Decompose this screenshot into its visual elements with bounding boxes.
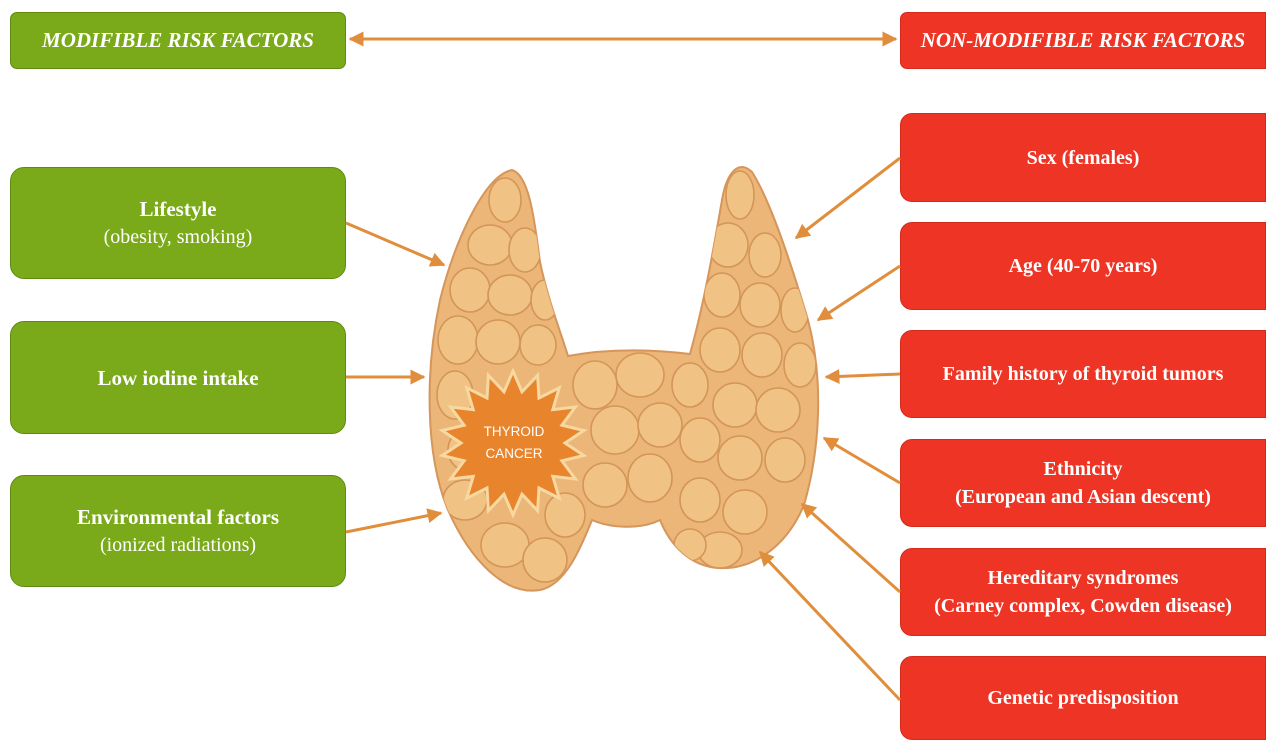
tumor-label-line2: CANCER (485, 446, 542, 461)
arrow-hereditary (802, 504, 900, 592)
arrow-environmental (346, 513, 441, 532)
tumor-label-line1: THYROID (484, 424, 545, 439)
arrow-family-history (826, 374, 900, 377)
arrow-ethnicity (824, 438, 900, 483)
arrow-age (818, 266, 900, 320)
arrow-lifestyle (346, 223, 444, 265)
arrow-sex (796, 158, 900, 238)
